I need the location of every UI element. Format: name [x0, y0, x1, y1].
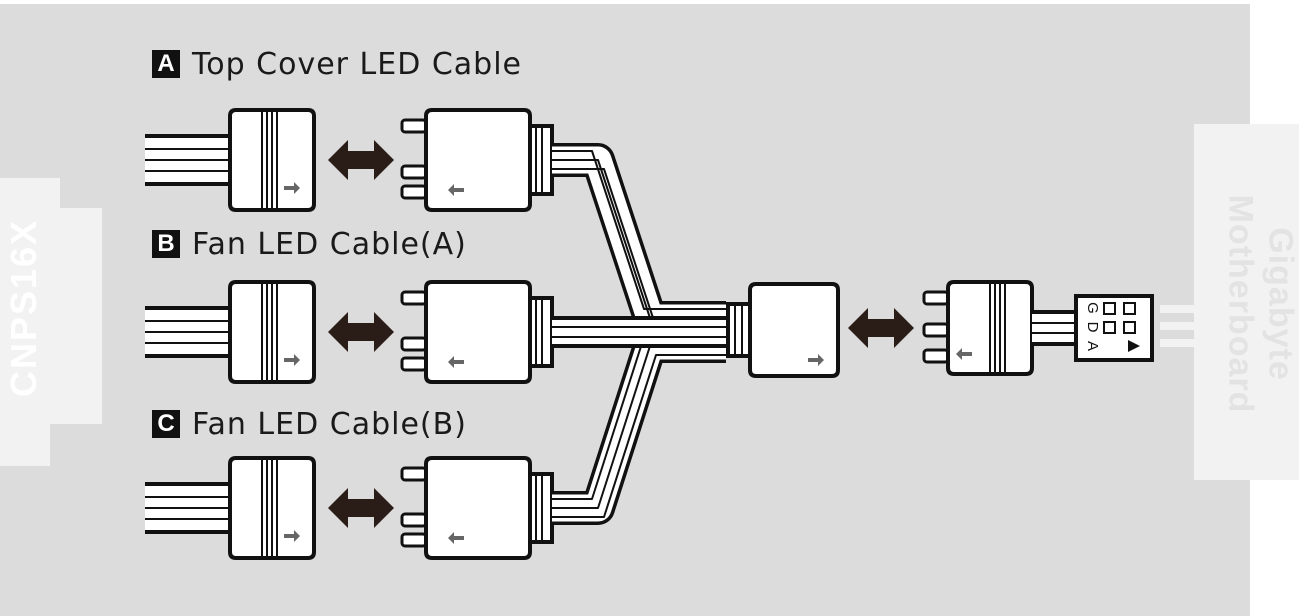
motherboard-header — [1074, 294, 1154, 362]
cable-label-c: C Fan LED Cable(B) — [152, 406, 467, 442]
header-pin-a: A — [1084, 340, 1101, 351]
header-pin-g: G — [1084, 302, 1101, 314]
header-pin-d: D — [1084, 321, 1101, 333]
cable-badge-c: C — [152, 410, 180, 438]
cable-label-a: A Top Cover LED Cable — [152, 46, 523, 82]
cpu-cooler-label: CNPS16X — [3, 218, 44, 398]
cable-badge-b: B — [152, 230, 180, 258]
splitter-wires — [552, 143, 730, 525]
cpu-cooler-tab — [0, 178, 102, 466]
splitter-hub — [726, 282, 840, 378]
cable-label-b: B Fan LED Cable(A) — [152, 226, 467, 262]
header-pin-labels: G D A — [1082, 300, 1102, 360]
motherboard-label-line2: Motherboard — [1221, 194, 1260, 414]
cable-label-text-c: Fan LED Cable(B) — [192, 406, 467, 442]
cable-label-text-b: Fan LED Cable(A) — [192, 226, 467, 262]
motherboard-label-line1: Gigabyte — [1261, 227, 1299, 381]
cable-badge-a: A — [152, 50, 180, 78]
cable-label-text-a: Top Cover LED Cable — [192, 46, 523, 82]
motherboard-connector — [922, 280, 1076, 376]
motherboard-tab — [1194, 124, 1299, 480]
